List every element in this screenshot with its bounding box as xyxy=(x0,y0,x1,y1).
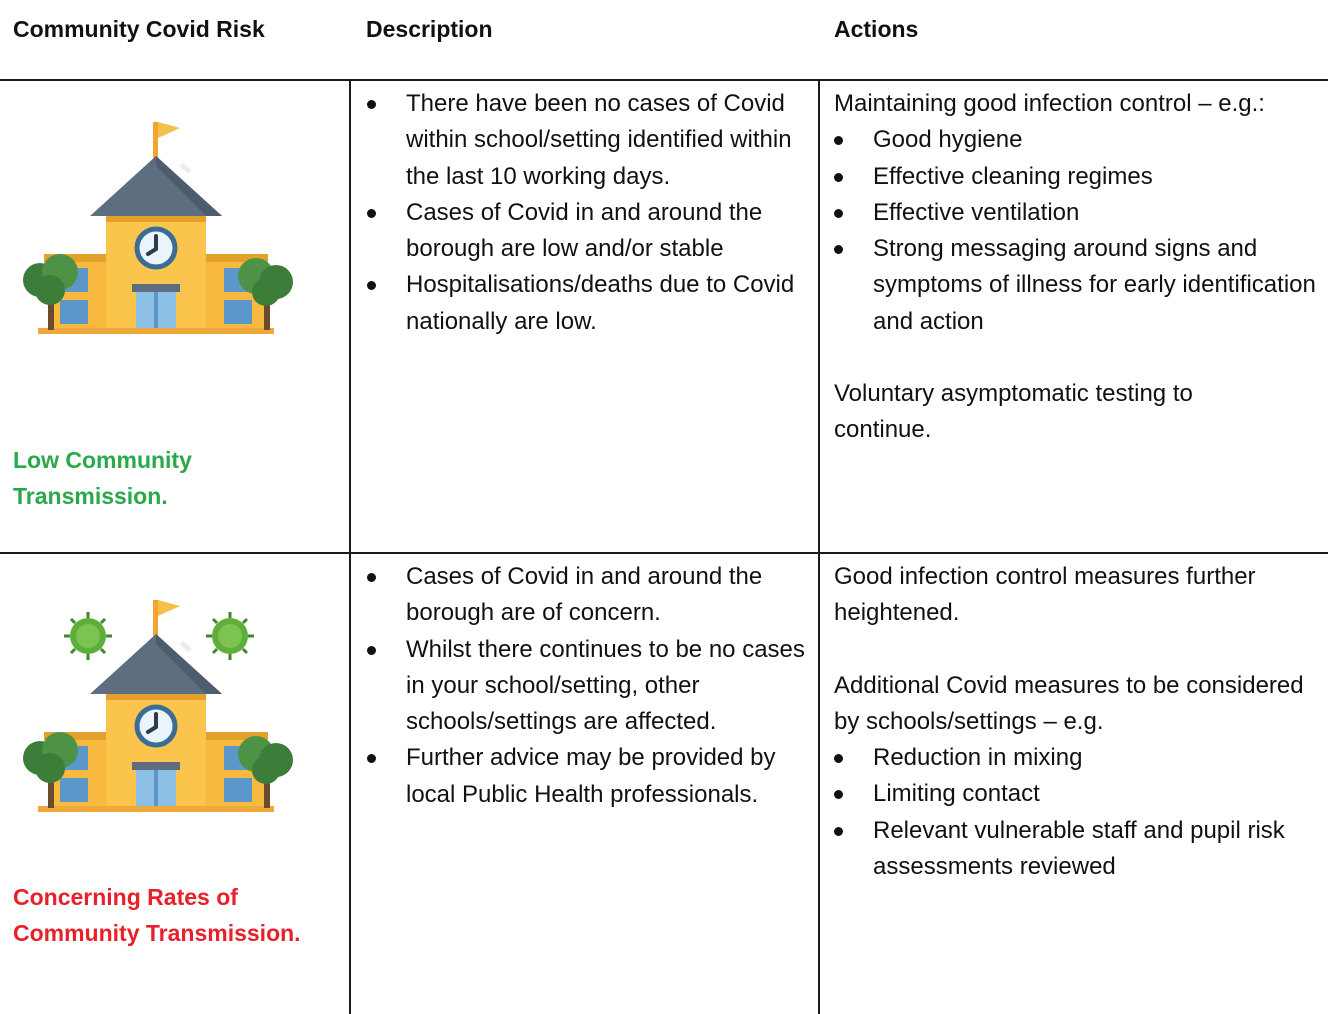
list-item: There have been no cases of Covid within… xyxy=(358,86,808,195)
header-community-covid-risk: Community Covid Risk xyxy=(13,16,265,42)
actions-cell-low: Maintaining good infection control – e.g… xyxy=(834,86,1324,449)
virus-icon xyxy=(64,612,112,660)
description-cell-concerning: Cases of Covid in and around the borough… xyxy=(358,559,808,813)
actions-intro-secondary: Additional Covid measures to be consider… xyxy=(834,671,1304,735)
risk-label-concerning: Concerning Rates of Community Transmissi… xyxy=(13,884,301,946)
list-item: Relevant vulnerable staff and pupil risk… xyxy=(825,813,1324,886)
actions-cell-concerning: Good infection control measures further … xyxy=(834,559,1324,885)
school-building-with-virus-icon xyxy=(23,600,293,812)
column-divider-2 xyxy=(818,79,820,1014)
list-item: Further advice may be provided by local … xyxy=(358,740,808,813)
list-item: Hospitalisations/deaths due to Covid nat… xyxy=(358,267,808,340)
header-actions: Actions xyxy=(834,16,919,42)
list-item: Effective ventilation xyxy=(825,195,1324,231)
list-item: Good hygiene xyxy=(825,122,1324,158)
header-description: Description xyxy=(366,16,493,42)
table-border-top xyxy=(0,79,1328,81)
list-item: Strong messaging around signs and sympto… xyxy=(825,231,1324,340)
list-item: Limiting contact xyxy=(825,776,1324,812)
school-building-icon xyxy=(23,122,293,334)
actions-intro: Maintaining good infection control – e.g… xyxy=(834,90,1265,117)
table-row-divider xyxy=(0,552,1328,554)
actions-note: Voluntary asymptomatic testing to contin… xyxy=(834,380,1193,444)
list-item: Whilst there continues to be no cases in… xyxy=(358,632,808,741)
description-cell-low: There have been no cases of Covid within… xyxy=(358,86,808,340)
list-item: Effective cleaning regimes xyxy=(825,159,1324,195)
column-divider-1 xyxy=(349,79,351,1014)
list-item: Reduction in mixing xyxy=(825,740,1324,776)
actions-intro: Good infection control measures further … xyxy=(834,563,1256,627)
list-item: Cases of Covid in and around the borough… xyxy=(358,559,808,632)
risk-label-low: Low Community Transmission. xyxy=(13,447,192,509)
list-item: Cases of Covid in and around the borough… xyxy=(358,195,808,268)
